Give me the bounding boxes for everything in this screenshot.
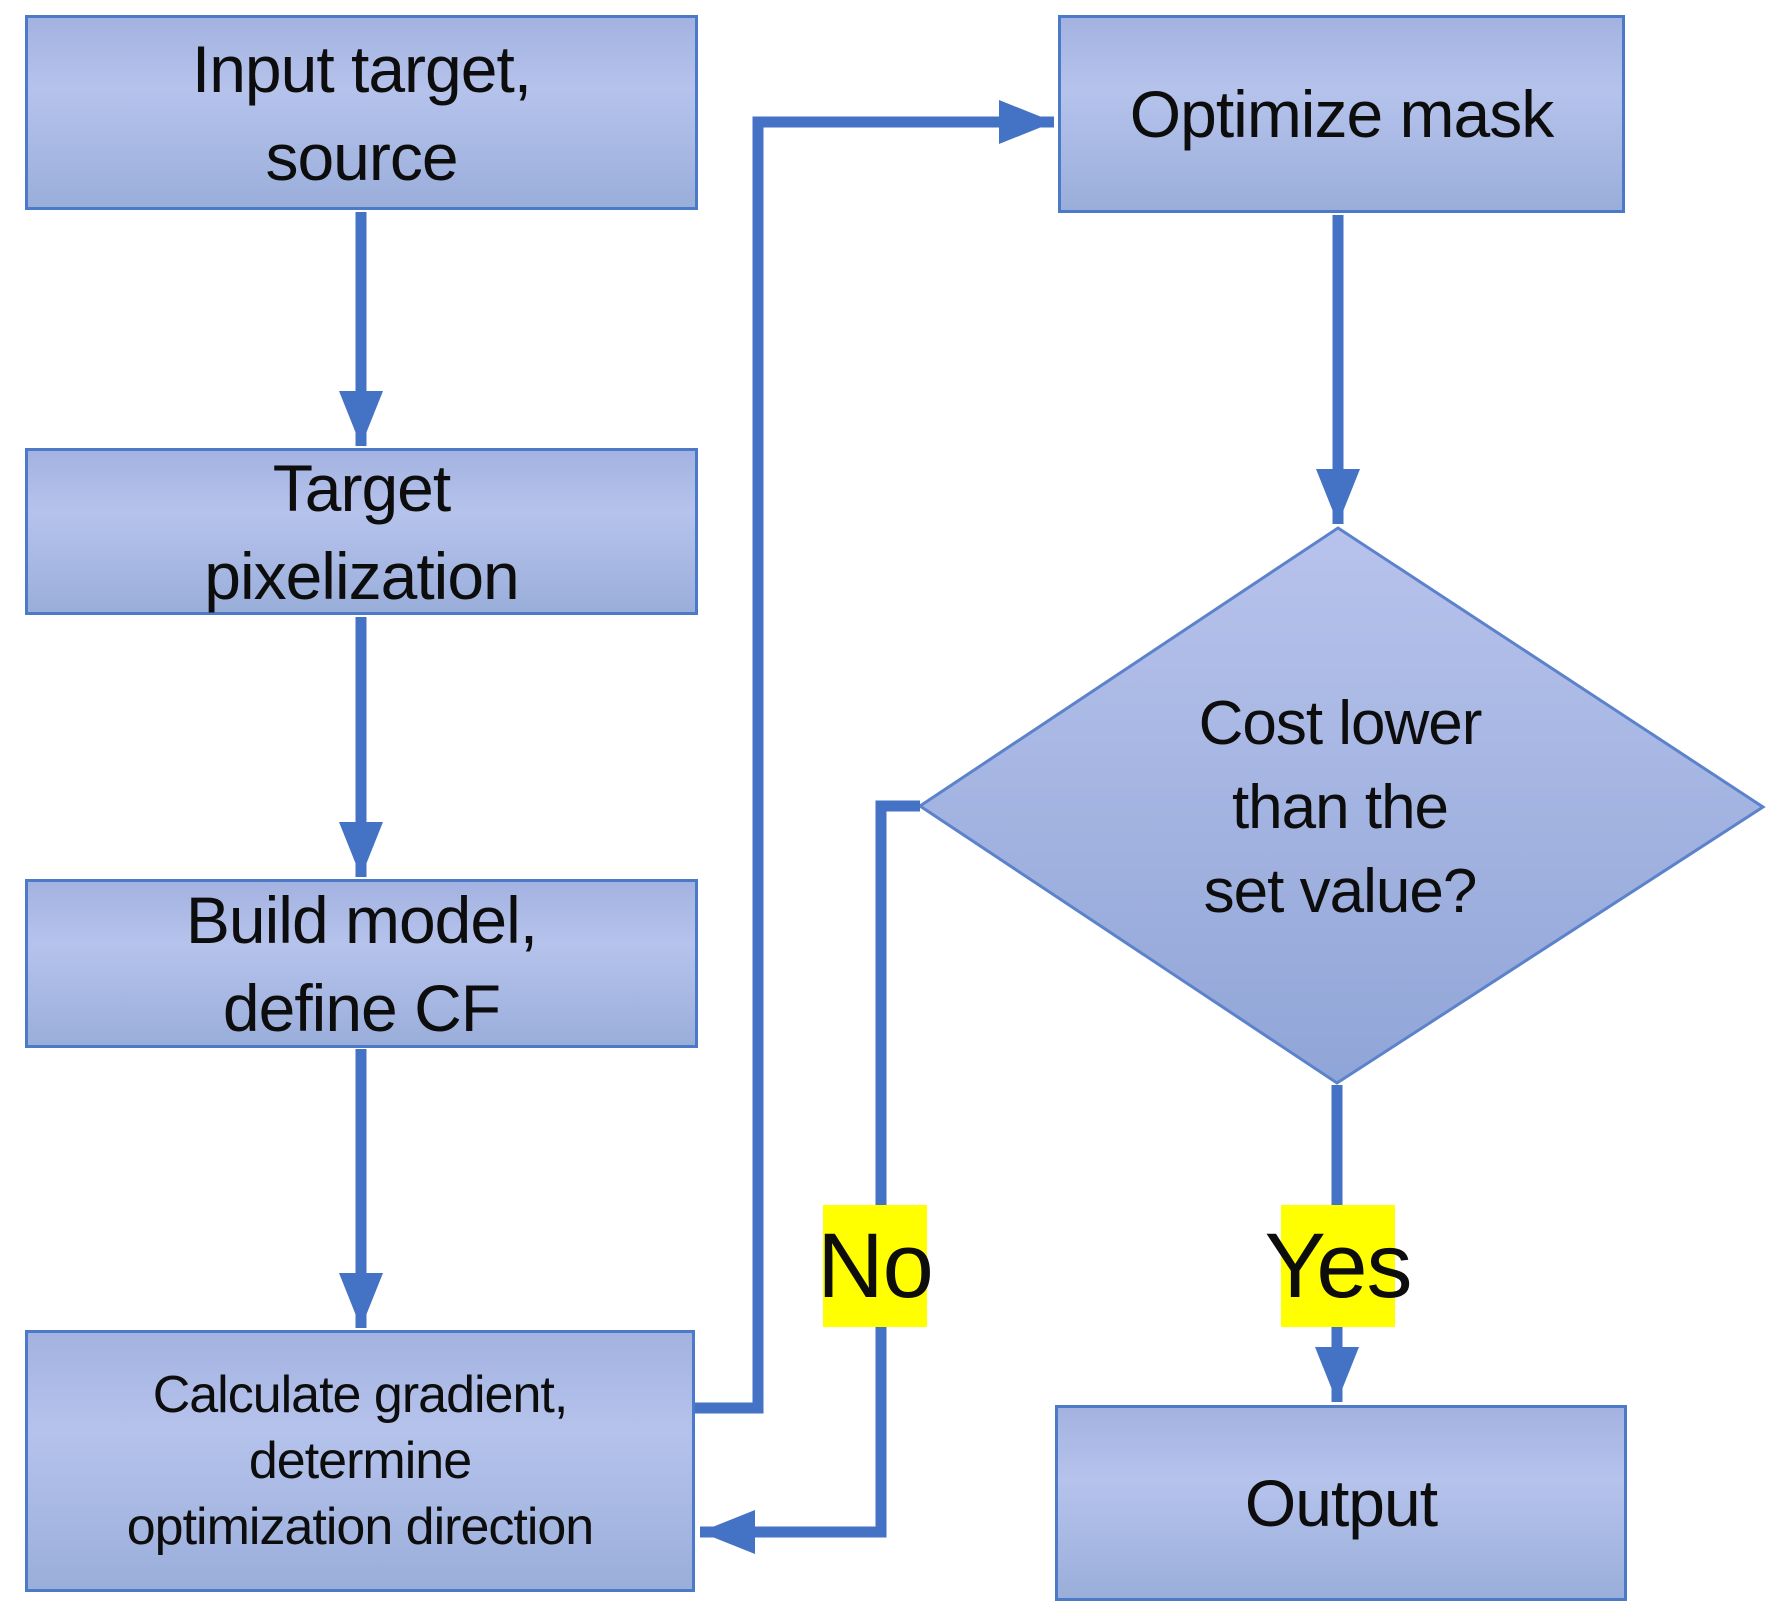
node-calculate-gradient: Calculate gradient, determine optimizati… bbox=[25, 1330, 695, 1592]
edge-label-no: No bbox=[817, 1205, 934, 1327]
edge-calc-gradient-to-optimize-mask bbox=[695, 100, 1054, 1414]
node-input-label: Input target, source bbox=[191, 31, 532, 194]
node-decision-label: Cost lower than the set value? bbox=[1198, 688, 1483, 926]
edge-label-yes: Yes bbox=[1264, 1205, 1413, 1327]
node-input-target-source: Input target, source bbox=[25, 15, 698, 210]
node-calc-gradient-label: Calculate gradient, determine optimizati… bbox=[126, 1366, 594, 1556]
node-target-pixelization: Target pixelization bbox=[25, 448, 698, 615]
node-optimize-mask-label: Optimize mask bbox=[1129, 77, 1554, 151]
node-optimize-mask: Optimize mask bbox=[1058, 15, 1625, 213]
decision-diamond-shape bbox=[917, 526, 1766, 1085]
node-decision-cost-check: Cost lower than the set value? bbox=[1020, 655, 1660, 960]
node-build-model-label: Build model, define CF bbox=[185, 882, 538, 1045]
node-output: Output bbox=[1055, 1405, 1627, 1601]
edge-decision-no-return bbox=[700, 800, 920, 1554]
node-output-label: Output bbox=[1244, 1466, 1438, 1540]
node-pixelization-label: Target pixelization bbox=[204, 450, 520, 613]
node-build-model-define-cf: Build model, define CF bbox=[25, 879, 698, 1048]
